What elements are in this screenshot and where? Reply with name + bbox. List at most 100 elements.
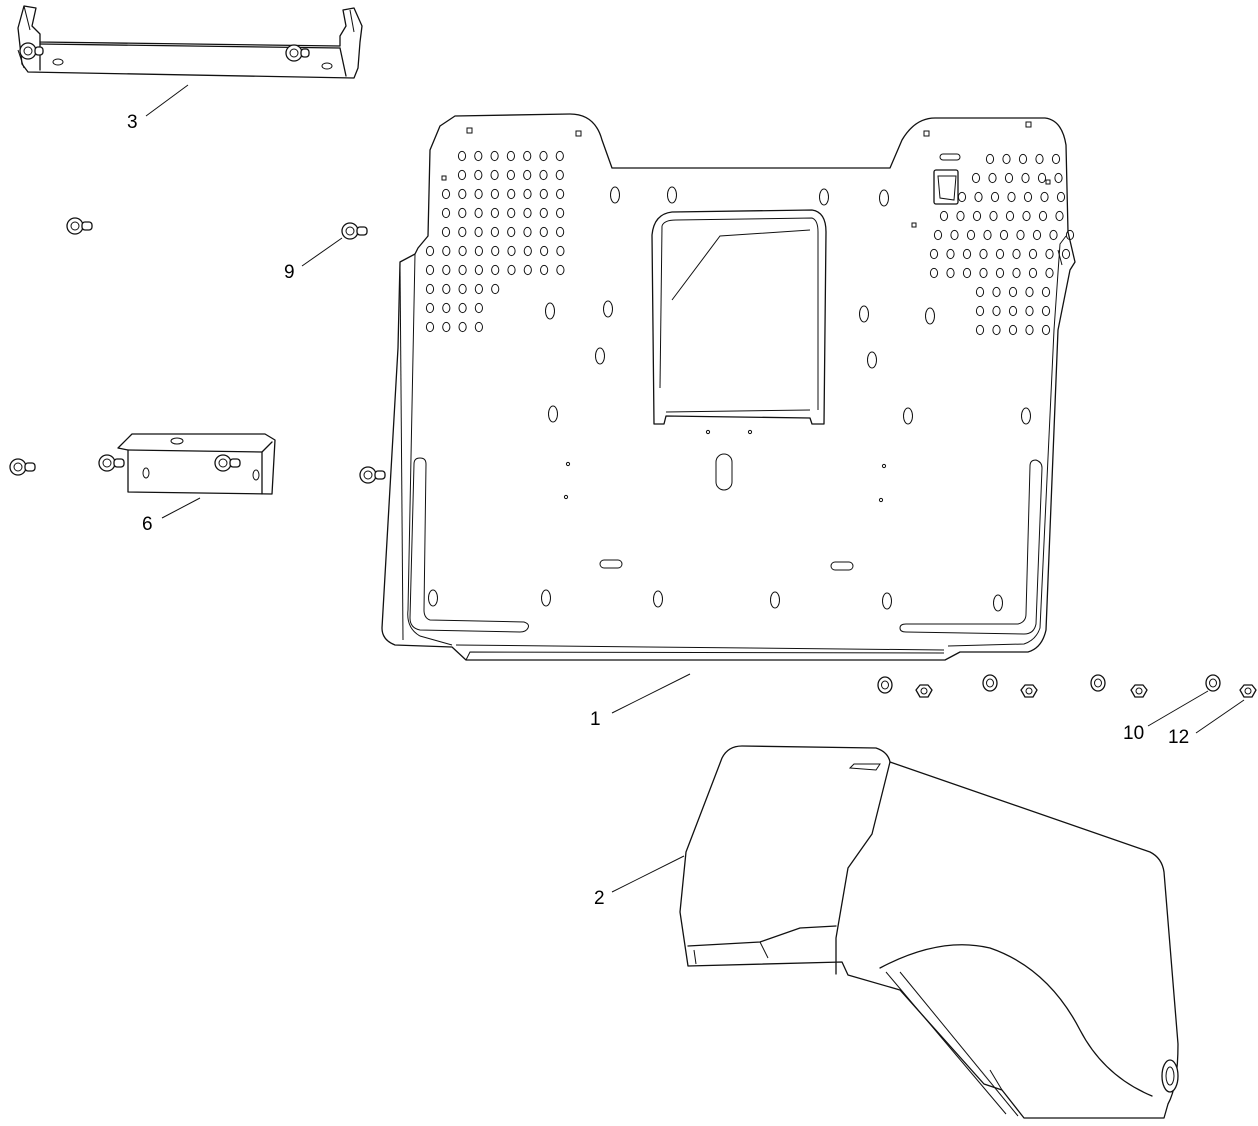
vent-hole [1008,286,1018,298]
plate-slot [545,302,555,320]
vent-hole [458,188,467,200]
plate-slot [595,347,605,365]
vent-hole [458,321,467,333]
vent-hole [540,264,549,276]
plate-slot [610,186,620,204]
vent-hole [992,305,1001,317]
washer-10-d [1205,674,1221,692]
part-2-cover [679,745,1179,1119]
bolt-9-b [341,222,368,240]
vent-hole [425,283,435,295]
vent-hole [989,210,998,222]
vent-hole [999,229,1009,241]
vent-hole [1016,229,1025,241]
plate-slot [428,589,438,607]
vent-hole [507,264,516,276]
leader-3 [145,84,189,117]
vent-hole [555,150,564,162]
vent-hole [979,267,988,279]
plate-slot [925,307,935,325]
vent-hole [425,245,435,257]
vent-hole [1032,229,1042,241]
vent-hole [992,324,1001,336]
vent-hole-grid-left [425,150,565,333]
vent-hole [966,229,976,241]
vent-hole [442,321,451,333]
vent-hole [1041,286,1051,298]
vent-hole [506,150,515,162]
vent-hole [490,169,499,181]
vent-hole [1022,210,1031,222]
bracket-6-bolt-left [98,454,125,472]
plate-slots [428,186,1031,612]
vent-hole [490,226,499,238]
vent-hole [442,283,451,295]
vent-hole [523,169,532,181]
callout-2: 2 [594,888,605,909]
vent-hole [995,267,1005,279]
vent-hole [946,248,955,260]
vent-hole [540,245,549,257]
vent-hole [995,248,1005,260]
vent-hole [490,150,499,162]
vent-hole [474,150,483,162]
bracket-3-bolt-left [19,42,44,60]
vent-hole [474,207,483,219]
vent-hole [1028,248,1038,260]
vent-hole [983,229,992,241]
vent-hole [1028,267,1038,279]
vent-hole [457,169,467,181]
vent-hole [1008,324,1018,336]
vent-hole [990,191,1000,203]
vent-hole [1023,191,1033,203]
vent-hole [474,188,483,200]
vent-hole [507,226,516,238]
vent-hole [1041,305,1051,317]
part-12-nuts [915,684,1257,698]
vent-hole [507,188,516,200]
vent-hole [539,226,548,238]
vent-hole [458,207,467,219]
callout-10: 10 [1123,723,1144,744]
vent-hole [974,191,983,203]
vent-hole [425,321,435,333]
vent-hole [962,267,972,279]
vent-hole [1025,324,1034,336]
vent-hole [929,248,939,260]
leader-6 [161,497,201,519]
vent-hole [442,302,451,314]
plate-slot [879,189,889,207]
washer-10-c [1090,674,1106,692]
vent-hole [1045,248,1054,260]
nut-12-c [1130,684,1148,698]
vent-hole [1045,267,1054,279]
vent-hole [929,267,939,279]
leader-2 [611,855,685,893]
vent-hole [992,286,1001,298]
callout-6: 6 [142,514,153,535]
vent-hole [556,245,565,257]
vent-hole [556,264,565,276]
vent-hole [985,153,995,165]
vent-hole [539,188,548,200]
vent-hole [972,210,982,222]
plate-slot [667,186,677,204]
part-6-bracket [98,433,276,495]
vent-hole [491,264,500,276]
vent-hole-grid-right [929,153,1075,336]
vent-hole [1040,191,1049,203]
bolt-9-d [359,466,386,484]
vent-hole [556,188,565,200]
plate-slot [882,592,892,610]
vent-hole [474,321,483,333]
vent-hole [539,207,548,219]
vent-hole [933,229,943,241]
vent-hole [458,245,467,257]
vent-hole [1002,153,1011,165]
vent-hole [523,226,532,238]
vent-hole [491,283,500,295]
bolt-9-a [66,217,93,235]
vent-hole [1012,248,1021,260]
plate-slot [770,591,780,609]
